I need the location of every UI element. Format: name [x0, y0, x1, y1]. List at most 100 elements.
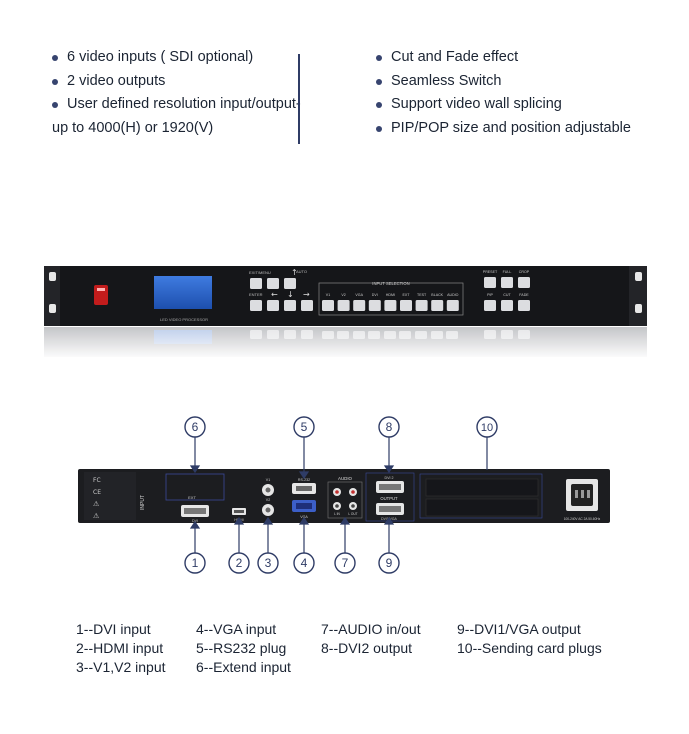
preset-button-label: FULL — [503, 270, 512, 274]
input-button-label: V2 — [341, 293, 345, 297]
preset-button-label: PRESET — [483, 270, 498, 274]
input-button-vga[interactable] — [353, 300, 366, 311]
feature-item: User defined resolution input/output- — [52, 93, 352, 117]
callouts — [184, 416, 498, 574]
callout-lines — [189, 437, 488, 553]
button-cut[interactable] — [501, 300, 513, 311]
callout-number: 9 — [386, 556, 393, 570]
button-preset[interactable] — [484, 277, 496, 288]
input-button-label: V1 — [326, 293, 330, 297]
down-arrow-icon: ↓ — [287, 290, 294, 299]
button-crop[interactable] — [518, 277, 530, 288]
right-arrow-icon: → — [303, 290, 310, 299]
legend-column: 1--DVI input 2--HDMI input 3--V1,V2 inpu… — [76, 620, 166, 677]
callout-numbers: 6 5 8 10 1 2 3 4 7 9 — [192, 420, 493, 570]
callout-6 — [184, 416, 206, 438]
ext-slot[interactable] — [165, 473, 225, 501]
feature-item: 2 video outputs — [52, 70, 352, 94]
legend-item: 1--DVI input — [76, 621, 151, 637]
legend-item: 2--HDMI input — [76, 640, 164, 656]
callout-1 — [184, 552, 206, 574]
input-button-black[interactable] — [431, 300, 444, 311]
feature-divider — [298, 54, 300, 144]
input-button-audio[interactable] — [446, 300, 459, 311]
right-button[interactable] — [301, 300, 313, 311]
menu-button-2[interactable] — [267, 278, 279, 289]
callout-9 — [378, 552, 400, 574]
input-button-hdmi[interactable] — [384, 300, 397, 311]
callout-10 — [476, 416, 498, 438]
callout-number: 1 — [192, 556, 199, 570]
front-panel: LED VIDEO PROCESSOR EXIT/MENU AUTO ENTER… — [44, 266, 647, 326]
ce-icon: CE — [93, 489, 101, 496]
enter-button[interactable] — [250, 300, 262, 311]
feature-item: Support video wall splicing — [376, 93, 681, 117]
left-button[interactable] — [267, 300, 279, 311]
input-button-v1[interactable] — [322, 300, 334, 311]
input-button-dvi[interactable] — [368, 300, 381, 311]
sending-card-slot-2[interactable] — [425, 498, 539, 517]
input-button-label: HDMI — [386, 293, 395, 297]
preset-button-label: PIP — [487, 293, 493, 297]
feature-item: Seamless Switch — [376, 70, 681, 94]
front-panel-reflection — [40, 327, 652, 359]
input-button-label: AUDIO — [447, 293, 459, 297]
rear-panel: FC CE ⚠ ⚠ INPUT EXT DVI HDMI V1 V2 RS-23… — [78, 469, 610, 523]
audio-label: AUDIO — [338, 476, 352, 481]
input-selection-frame — [318, 282, 464, 316]
preset-button-label: CUT — [503, 293, 511, 297]
fc-icon: FC — [93, 477, 101, 484]
button-fade[interactable] — [518, 300, 530, 311]
callout-number: 6 — [192, 420, 199, 434]
brand-label: LED VIDEO PROCESSOR — [160, 317, 208, 322]
exit-menu-button[interactable] — [250, 278, 262, 289]
callout-number: 10 — [481, 422, 493, 434]
audio-out-label: L OUT — [348, 512, 357, 516]
feature-column-right: Cut and Fade effect Seamless Switch Supp… — [376, 46, 681, 140]
auto-label: AUTO — [296, 269, 307, 274]
legend-item: 5--RS232 plug — [196, 640, 287, 656]
output-label: OUTPUT — [380, 496, 398, 501]
callout-3 — [257, 552, 279, 574]
audio-in-label: L IN — [334, 512, 340, 516]
callout-number: 3 — [265, 556, 272, 570]
lcd-display — [154, 276, 212, 309]
feature-list: 6 video inputs ( SDI optional) 2 video o… — [0, 46, 689, 156]
dvi2-label: DVI 2 — [385, 476, 394, 480]
feature-item-continuation: up to 4000(H) or 1920(V) — [52, 119, 214, 136]
up-arrow-icon: ↑ — [291, 268, 298, 277]
rack-hole — [49, 304, 56, 313]
rack-hole — [635, 272, 642, 281]
legend-item: 3--V1,V2 input — [76, 659, 166, 675]
v1-port-label: V1 — [266, 478, 270, 482]
input-button-test[interactable] — [415, 300, 428, 311]
sending-card-slot-1[interactable] — [425, 478, 539, 497]
legend-column: 7--AUDIO in/out 8--DVI2 output — [321, 620, 421, 658]
callout-number: 7 — [342, 556, 349, 570]
input-button-v2[interactable] — [337, 300, 350, 311]
input-section-label: INPUT — [140, 495, 146, 510]
feature-item: PIP/POP size and position adjustable — [376, 117, 681, 141]
legend-column: 9--DVI1/VGA output 10--Sending card plug… — [457, 620, 602, 658]
input-button-ext[interactable] — [400, 300, 412, 311]
callout-7 — [334, 552, 356, 574]
input-button-label: BLACK — [431, 293, 443, 297]
sending-card-bay — [419, 473, 543, 519]
up-button[interactable] — [284, 278, 296, 289]
enter-label: ENTER — [249, 292, 263, 297]
rack-hole — [49, 272, 56, 281]
legend-item: 9--DVI1/VGA output — [457, 621, 581, 637]
exit-menu-label: EXIT/MENU — [249, 270, 271, 275]
callout-5 — [293, 416, 315, 438]
legend-item: 10--Sending card plugs — [457, 640, 602, 656]
button-pip[interactable] — [484, 300, 496, 311]
rs232-label: RS-232 — [298, 478, 310, 482]
button-full[interactable] — [501, 277, 513, 288]
left-arrow-icon: ← — [271, 290, 278, 299]
input-button-label: EXT — [403, 293, 411, 297]
callout-8 — [378, 416, 400, 438]
down-button[interactable] — [284, 300, 296, 311]
callout-number: 5 — [301, 420, 308, 434]
